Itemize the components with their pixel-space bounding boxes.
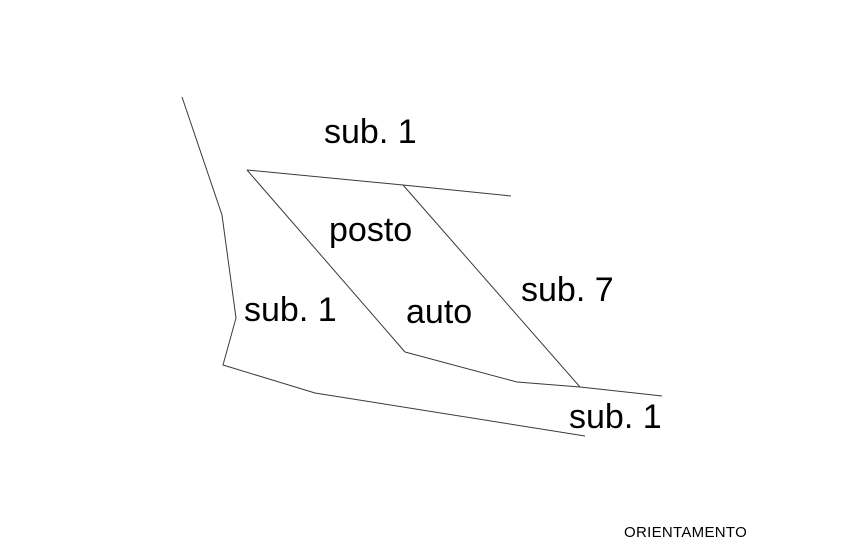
left-boundary-line <box>181 96 586 437</box>
label-auto: auto <box>406 293 472 331</box>
bottom-boundary-line <box>404 351 663 397</box>
parking-right-edge-line <box>402 184 581 388</box>
label-sub-1-bottom: sub. 1 <box>569 398 662 436</box>
label-sub-7: sub. 7 <box>521 271 614 309</box>
top-boundary-line <box>246 169 512 197</box>
orientation-note: ORIENTAMENTO <box>624 524 747 541</box>
parking-left-edge-line <box>246 169 406 353</box>
label-sub-1-left: sub. 1 <box>244 291 337 329</box>
label-posto: posto <box>329 211 412 249</box>
label-sub-1-top: sub. 1 <box>324 113 417 151</box>
